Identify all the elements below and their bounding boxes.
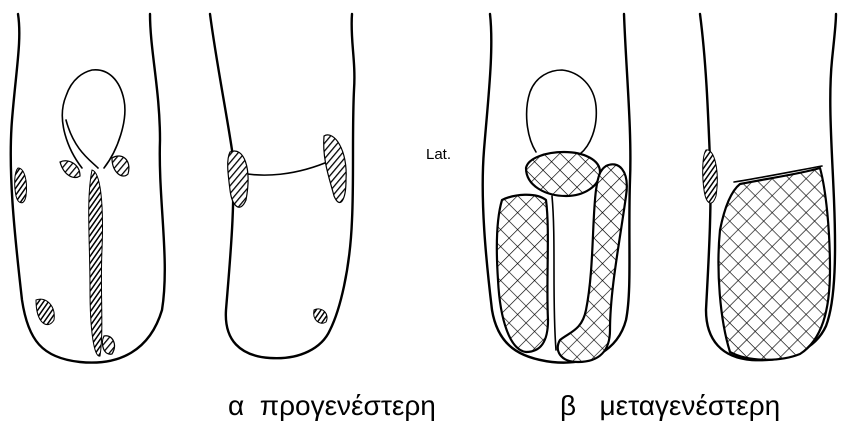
tibial-line [552,196,556,350]
pain-mark-medial-patella [60,161,80,178]
caption-word-later: μεταγενέστερη [599,390,780,421]
pain-mark-lateral-patella [112,156,129,176]
patella-outline [527,70,597,154]
pain-mark-lateral-strip [703,150,718,203]
caption-earlier: α προγενέστερη [228,390,436,422]
leg-outline [11,14,165,363]
pain-mark-lower-right [314,309,327,323]
pain-mark-lateral [15,168,27,203]
lateral-side-label: Lat. [426,146,451,163]
earlier-front-view-drawing [11,14,165,363]
pain-region-medial [497,195,548,352]
caption-letter-alpha: α [228,390,244,421]
pain-mark-bottom [102,336,114,354]
caption-later: β μεταγενέστερη [560,390,780,422]
patella-outline [62,70,125,168]
pain-mark-tibial-line [89,170,103,356]
caption-word-earlier: προγενέστερη [260,390,436,421]
knee-crease-line [236,160,332,175]
pain-mark-left-crease [228,151,248,207]
pain-mark-lower-left [36,299,54,325]
earlier-back-view-drawing [210,14,354,358]
later-back-view-drawing [700,14,836,360]
pain-region-infrapatellar [526,152,600,196]
later-front-view-drawing [483,14,631,363]
pain-mark-right-crease [324,135,347,203]
caption-letter-beta: β [560,390,576,421]
pain-region-posterior [718,168,830,360]
patella-inner-line [66,120,98,168]
